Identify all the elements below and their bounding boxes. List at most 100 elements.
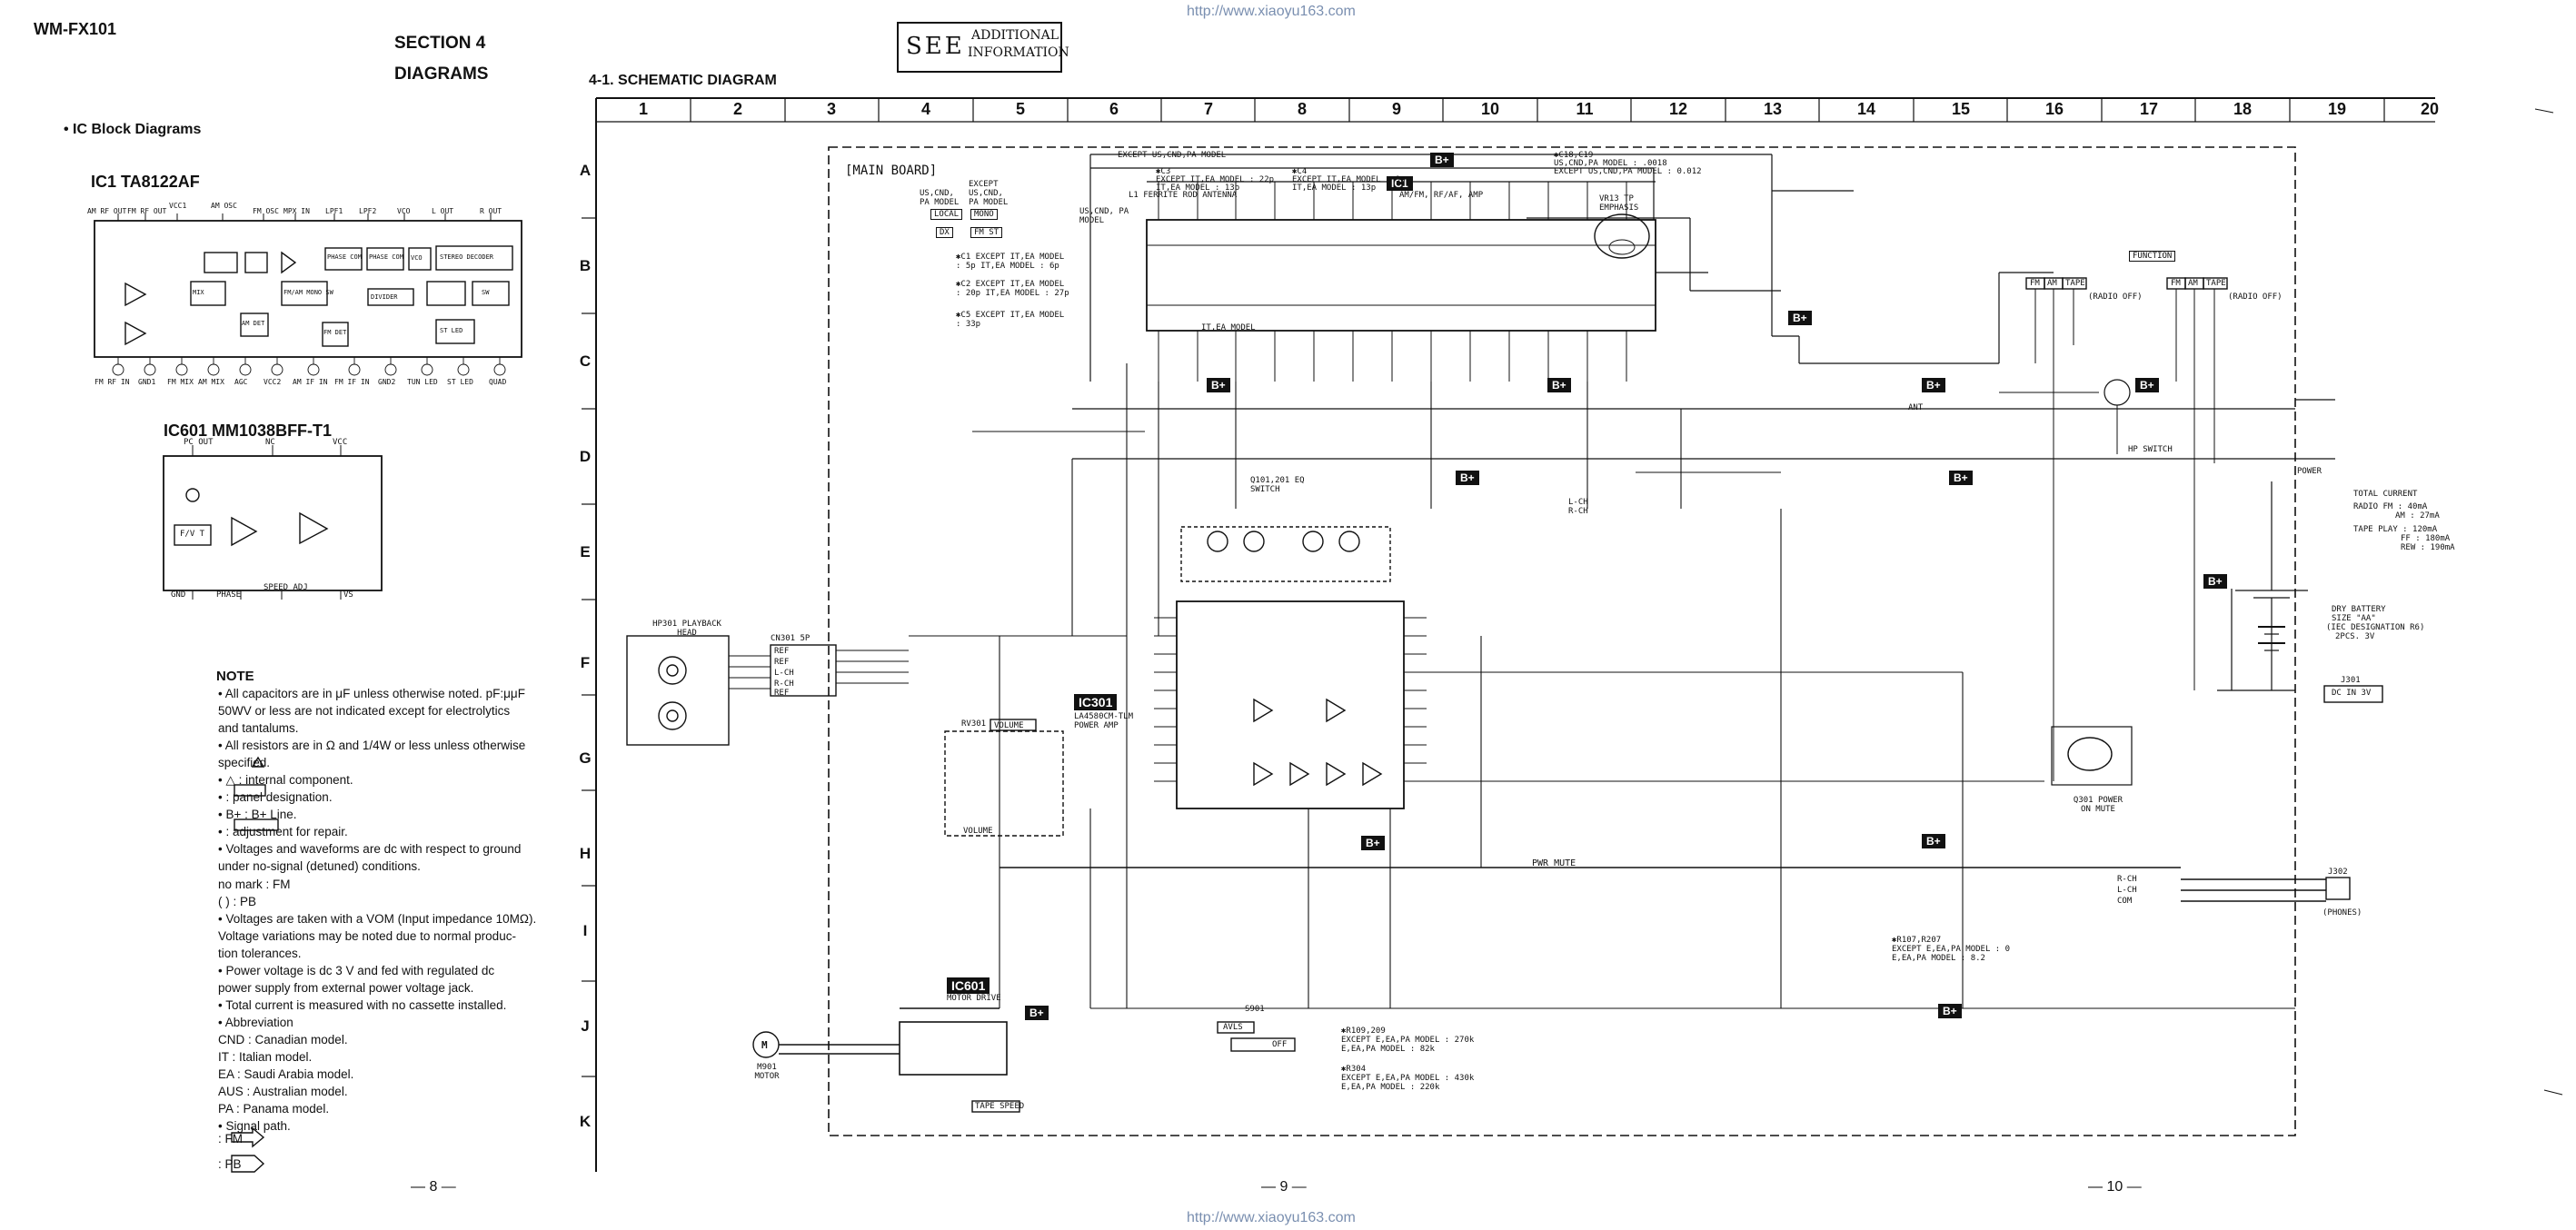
grid-column-label: 19 — [2328, 100, 2347, 118]
b-plus-label: B+ — [1025, 1006, 1049, 1020]
c18-c19-note: EXCEPT US,CND,PA MODEL : 0.012 — [1554, 167, 1702, 176]
grid-row-label: G — [579, 749, 592, 767]
ferrite-antenna-label: L1 FERRITE ROD ANTENNA — [1129, 191, 1238, 200]
ic1-block-title: IC1 TA8122AF — [91, 173, 200, 191]
grid-column-label: 8 — [1297, 100, 1307, 118]
ic1-top-pin: FM OSC — [253, 207, 279, 215]
ic1-bottom-pin: VCC2 — [264, 378, 282, 386]
ic1-block-label: SW — [482, 289, 490, 296]
url-bottom[interactable]: http://www.xiaoyu163.com — [1187, 1210, 1356, 1225]
ic1-bottom-pin: GND2 — [378, 378, 396, 386]
ic1-bottom-pin: FM IF IN — [334, 378, 370, 386]
total-current-tape-play: TAPE PLAY : 120mA — [2353, 525, 2438, 534]
dc-in-label: DC IN 3V — [2332, 689, 2372, 698]
r107-note: ✱R107,R207 — [1892, 936, 1942, 945]
b-plus-label: B+ — [1547, 378, 1571, 392]
avls-label[interactable]: AVLS — [1223, 1023, 1243, 1032]
local-switch-label: LOCAL — [930, 209, 963, 220]
note-line: • All resistors are in Ω and 1/4W or les… — [218, 739, 526, 752]
ic1-bottom-pin: GND1 — [138, 378, 156, 386]
radio-off-label: (RADIO OFF) — [2228, 293, 2283, 302]
ic1-chip-label: IC1 — [1387, 176, 1413, 191]
tape-speed-label[interactable]: TAPE SPEED — [975, 1102, 1025, 1111]
l-ch-label: L-CH — [1568, 498, 1588, 507]
information-label: INFORMATION — [968, 45, 1069, 60]
page-number-8: — 8 — — [411, 1179, 456, 1195]
grid-row-label: C — [579, 352, 592, 370]
grid-column-label: 16 — [2045, 100, 2064, 118]
grid-column-label: 3 — [826, 100, 836, 118]
us-cnd-pa-label: US,CND, PA MODEL — [920, 189, 960, 207]
ant-label: ANT — [1908, 403, 1924, 412]
c18-c19-note: ✱C18,C19 — [1554, 151, 1594, 160]
hp-switch-label: HP SWITCH — [2128, 445, 2173, 454]
grid-column-label: 1 — [638, 100, 648, 118]
except-us-cnd-pa-label: EXCEPT US,CND, PA MODEL — [969, 180, 1009, 207]
ic1-top-pin: R OUT — [480, 207, 502, 215]
ic1-top-pin: VCC1 — [169, 202, 187, 210]
c3-note: EXCEPT IT,EA MODEL : 22p — [1156, 175, 1275, 184]
b-plus-label: B+ — [1922, 834, 1945, 848]
b-plus-label: B+ — [1207, 378, 1230, 392]
ic601-top-pin: NC — [265, 438, 275, 447]
ic1-top-pin: VCO — [397, 207, 411, 215]
volume-knob-label[interactable]: VOLUME — [994, 721, 1024, 730]
note-line: • Signal path. — [218, 1119, 291, 1133]
power-switch-label: POWER — [2297, 467, 2322, 476]
ic-block-title-text: IC Block Diagrams — [73, 122, 202, 137]
j301-label: J301 — [2341, 676, 2361, 685]
eq-switch-label: Q101,201 EQ SWITCH — [1250, 476, 1305, 494]
r304-note: ✱R304 — [1341, 1065, 1367, 1074]
ic601-chip-sub: MOTOR DRIVE — [947, 994, 1001, 1003]
ic601-bottom-pin: VS — [343, 590, 353, 600]
emphasis-label: VR13 TP EMPHASIS — [1599, 194, 1639, 213]
pwr-mute-label: PWR MUTE — [1532, 858, 1576, 868]
ic1-bottom-pin: AM IF IN — [293, 378, 328, 386]
c1-note: ✱C1 EXCEPT IT,EA MODEL : 5p IT,EA MODEL … — [956, 253, 1065, 271]
total-current-radio-am: AM : 27mA — [2395, 511, 2440, 521]
page-number-10: — 10 — — [2088, 1179, 2142, 1195]
note-line: • Voltages are taken with a VOM (Input i… — [218, 912, 537, 926]
function-fm-label: FM — [2030, 279, 2040, 288]
grid-row-label: H — [579, 845, 592, 862]
r109-note: ✱R109,209 — [1341, 1027, 1386, 1036]
note-line: • B+ : B+ Line. — [218, 808, 297, 821]
section-title: SECTION 4 — [394, 34, 486, 53]
grid-column-label: 5 — [1015, 100, 1025, 118]
c3-note: ✱C3 — [1156, 167, 1171, 176]
c5-note: ✱C5 EXCEPT IT,EA MODEL : 33p — [956, 311, 1065, 329]
ic1-bottom-pin: AM MIX — [198, 378, 224, 386]
function-am-label: AM — [2188, 279, 2198, 288]
cn301-pin-lch: L-CH — [774, 669, 794, 678]
function-am-label: AM — [2047, 279, 2057, 288]
grid-column-label: 11 — [1576, 100, 1594, 118]
r107-note: E,EA,PA MODEL : 8.2 — [1892, 954, 1985, 963]
j302-label: J302 — [2328, 868, 2348, 877]
note-line: • Abbreviation — [218, 1016, 293, 1029]
ic301-chip-sub: LA4580CM-TLM POWER AMP — [1074, 712, 1134, 730]
c4-note: EXCEPT IT,EA MODEL : 9p — [1292, 175, 1406, 184]
volume-box-label: VOLUME — [963, 827, 993, 836]
phones-label: (PHONES) — [2322, 908, 2362, 918]
notes-title: NOTE — [216, 669, 254, 684]
b-plus-label: B+ — [1949, 471, 1973, 485]
c4-note: ✱C4 — [1292, 167, 1308, 176]
note-line: • Voltages and waveforms are dc with res… — [218, 842, 522, 856]
grid-column-label: 12 — [1669, 100, 1688, 118]
grid-column-label: 20 — [2421, 100, 2440, 118]
ic301-chip-label: IC301 — [1074, 694, 1118, 710]
note-line: AUS : Australian model. — [218, 1085, 348, 1098]
ic1-block-label: MIX — [193, 289, 204, 296]
except-us-label: EXCEPT US,CND,PA MODEL — [1118, 151, 1227, 160]
b-plus-label: B+ — [1788, 311, 1812, 325]
note-line: • Total current is measured with no cass… — [218, 998, 507, 1012]
motor-label: M901 MOTOR — [754, 1063, 780, 1081]
battery-iec-label: (IEC DESIGNATION R6) — [2326, 623, 2425, 632]
battery-pcs-label: 2PCS. 3V — [2335, 632, 2375, 641]
ic1-top-pin: MPX IN — [283, 207, 310, 215]
r-ch-out-label: R-CH — [2117, 875, 2137, 884]
function-switch-label: FUNCTION — [2129, 251, 2176, 262]
url-top[interactable]: http://www.xiaoyu163.com — [1187, 4, 1356, 19]
see-label: SEE — [906, 33, 965, 60]
